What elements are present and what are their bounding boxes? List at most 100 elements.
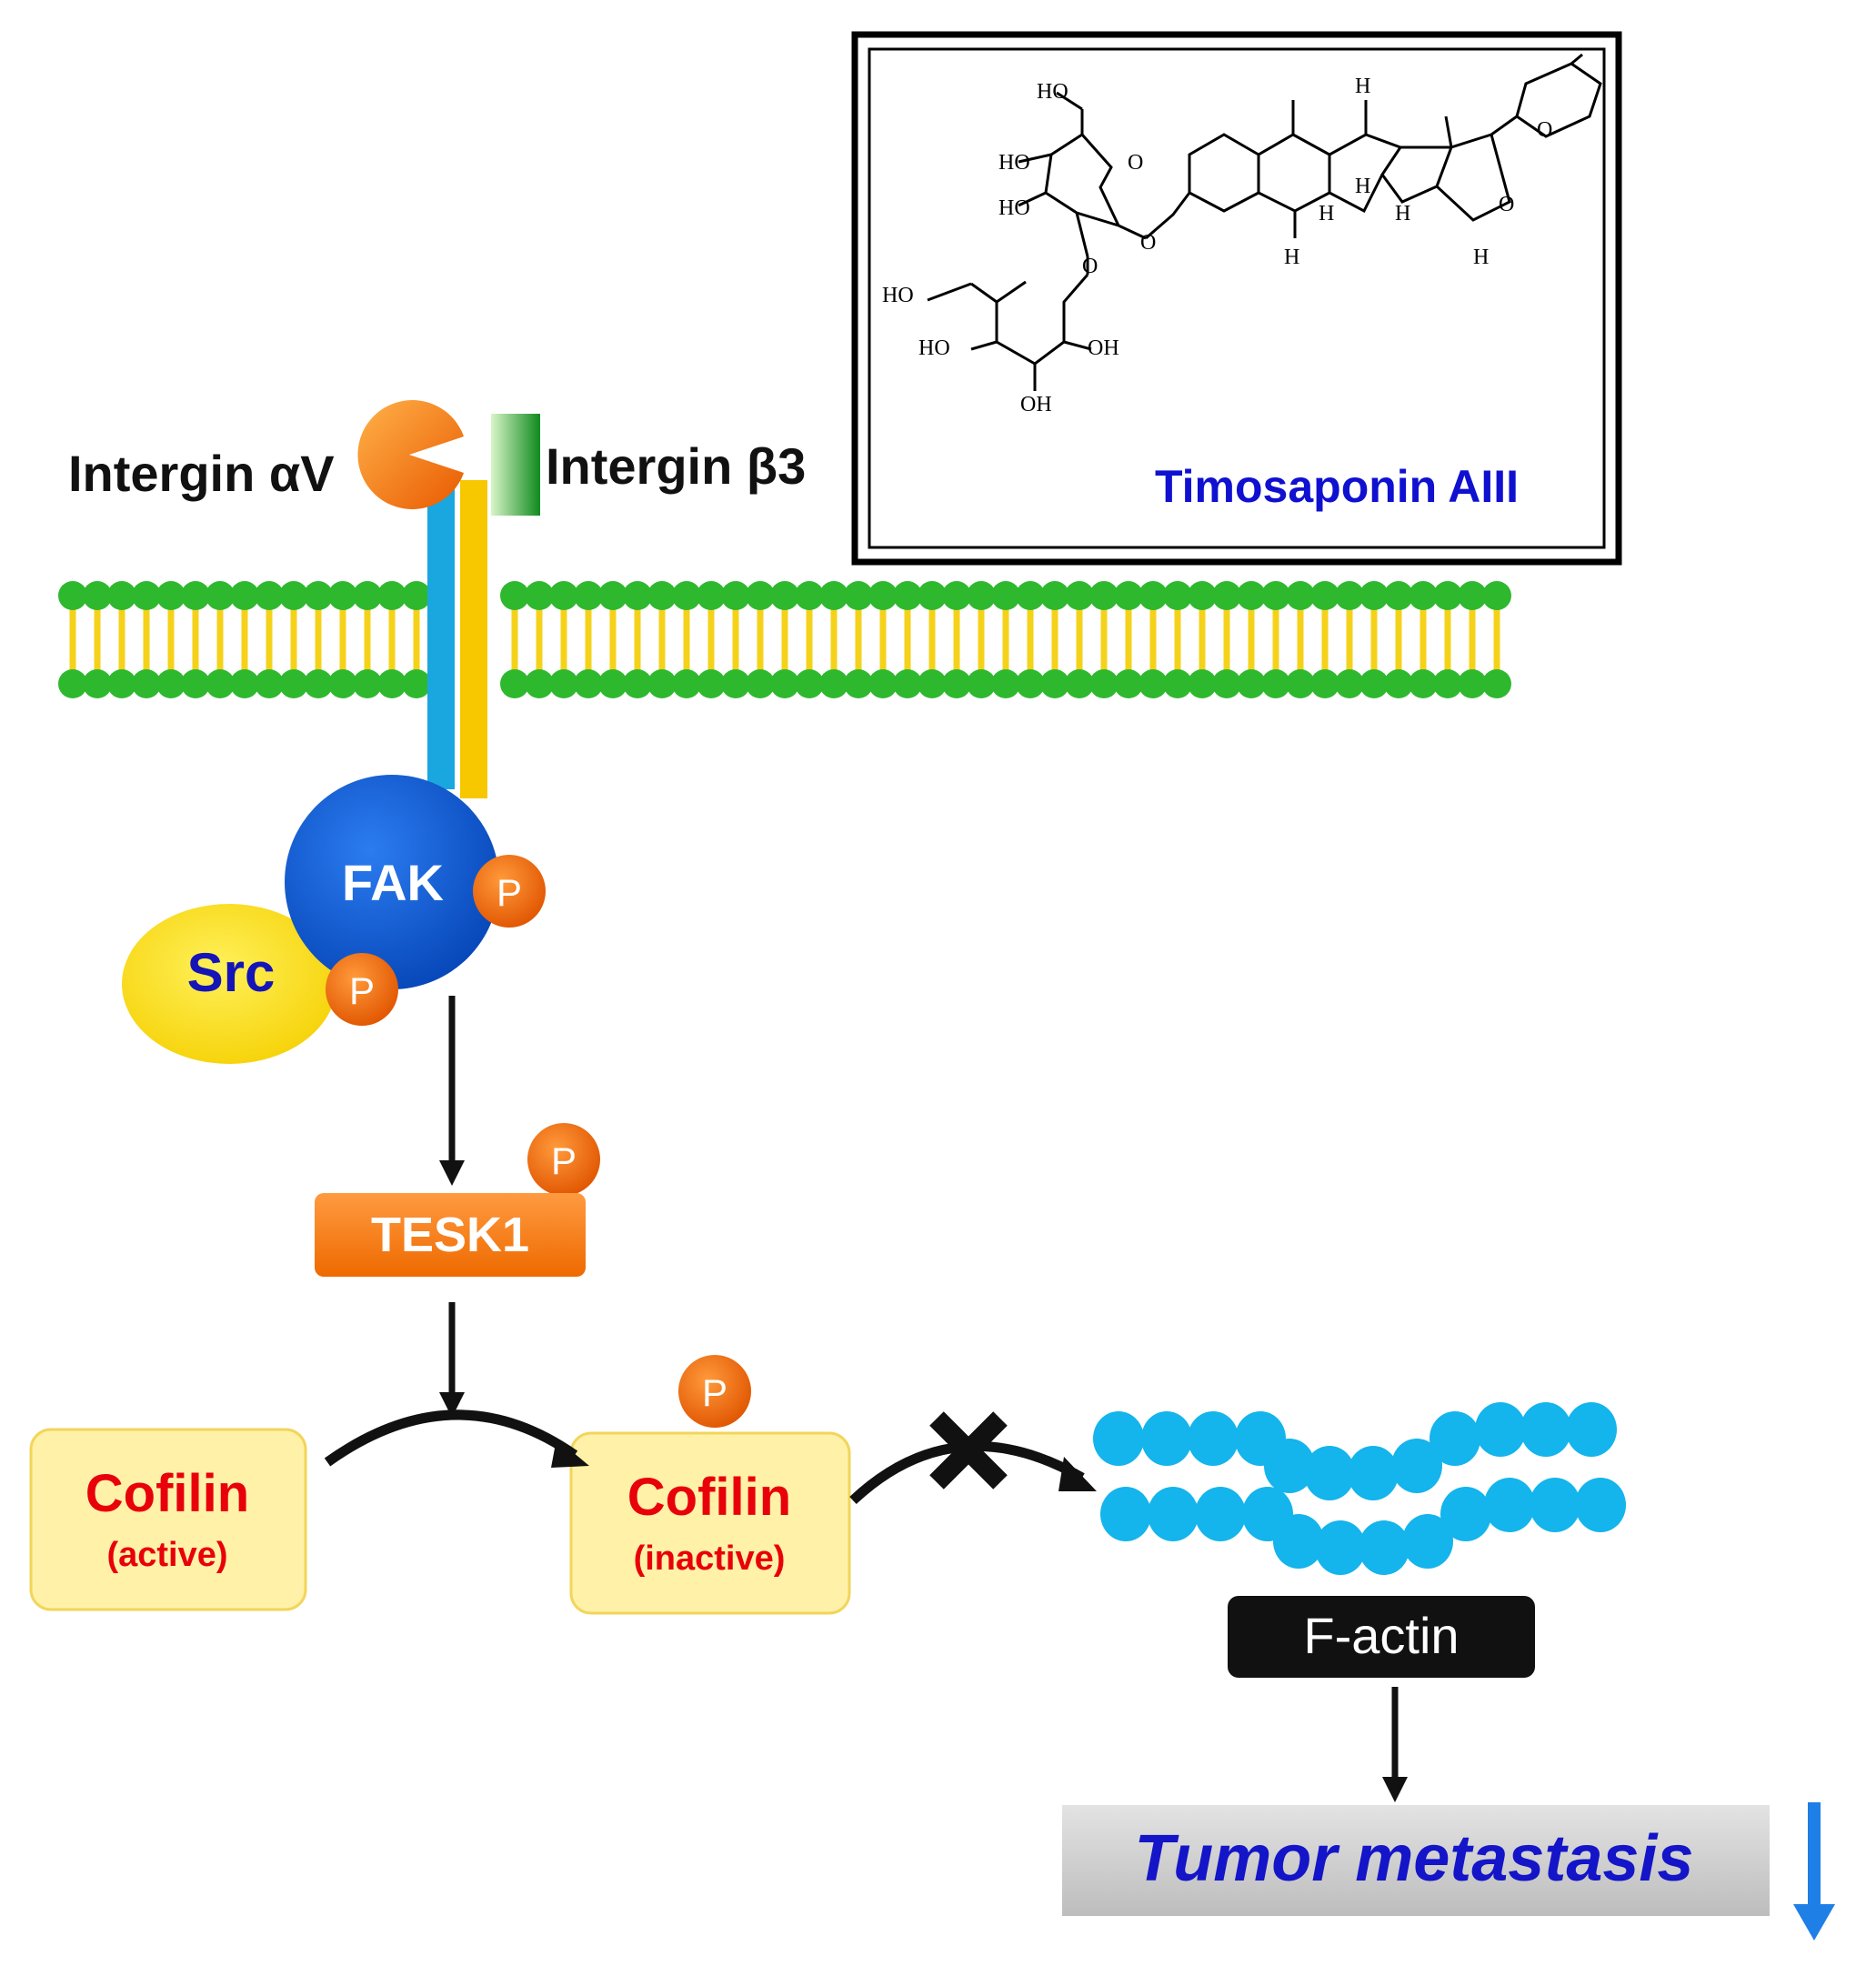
lipid-head [1188, 581, 1217, 610]
lipid-head [1139, 581, 1168, 610]
lipid-head [107, 581, 136, 610]
actin-monomer [1141, 1411, 1192, 1466]
lipid-head [1310, 581, 1339, 610]
atom-label: HO [1037, 80, 1068, 104]
lipid-head [1384, 669, 1413, 698]
lipid-head [868, 581, 898, 610]
cell-membrane [58, 581, 1511, 698]
lipid-head [1016, 581, 1045, 610]
lipid-head [721, 581, 750, 610]
tesk1-node [315, 1193, 586, 1277]
lipid-head [1212, 581, 1241, 610]
compound-structure-box: HO HO HO O O O HO HO OH OH H H H H H O O… [851, 31, 1622, 566]
cofilin-active-state: (active) [106, 1536, 227, 1574]
lipid-head [1089, 669, 1119, 698]
lipid-head [353, 581, 382, 610]
lipid-head [967, 581, 996, 610]
f-actin-filament [1093, 1402, 1626, 1575]
lipid-head [623, 669, 652, 698]
lipid-head [1433, 581, 1462, 610]
fak-label: FAK [342, 854, 444, 911]
actin-monomer [1100, 1487, 1151, 1541]
atom-label: O [1537, 118, 1552, 142]
lipid-head [132, 669, 161, 698]
lipid-head [1359, 669, 1389, 698]
cofilin-inactive-name: Cofilin [627, 1468, 791, 1527]
integrin-alpha-stalk [427, 480, 455, 789]
lipid-head [1335, 581, 1364, 610]
atom-label: H [1473, 246, 1489, 269]
actin-monomer [1402, 1514, 1453, 1569]
lipid-head [156, 581, 186, 610]
lipid-head [230, 581, 259, 610]
lipid-head [1212, 669, 1241, 698]
lipid-head [1040, 669, 1069, 698]
lipid-head [83, 669, 112, 698]
actin-monomer [1530, 1478, 1580, 1532]
lipid-head [1458, 581, 1487, 610]
actin-monomer [1348, 1446, 1399, 1500]
actin-monomer [1148, 1487, 1199, 1541]
cofilin-inactive-state: (inactive) [634, 1540, 786, 1578]
lipid-head [1188, 669, 1217, 698]
integrin-alpha-head [357, 400, 464, 509]
curved-arrow-head [551, 1439, 589, 1468]
lipid-head [549, 581, 578, 610]
integrin-receptor [357, 400, 540, 798]
lipid-head [1482, 669, 1511, 698]
lipid-head [893, 669, 922, 698]
lipid-head [206, 669, 235, 698]
actin-monomer [1484, 1478, 1535, 1532]
cofilin-active-name: Cofilin [85, 1464, 249, 1523]
lipid-head [770, 669, 799, 698]
phospho-badge-src: P [326, 953, 398, 1026]
lipid-head [574, 669, 603, 698]
integrin-beta-stalk [460, 480, 487, 798]
atom-label: H [1355, 75, 1370, 98]
lipid-head [1433, 669, 1462, 698]
lipid-head [819, 581, 848, 610]
lipid-head [893, 581, 922, 610]
atom-label: H [1284, 246, 1299, 269]
lipid-head [623, 581, 652, 610]
lipid-head [746, 581, 775, 610]
lipid-head [844, 581, 873, 610]
lipid-head [304, 581, 333, 610]
cofilin-active-box [29, 1428, 307, 1611]
atom-label: HO [998, 196, 1030, 220]
integrin-beta-head [491, 414, 540, 516]
lipid-head [598, 581, 627, 610]
decrease-arrow-icon [1793, 1802, 1835, 1941]
lipid-head [746, 669, 775, 698]
lipid-head [1114, 669, 1143, 698]
lipid-head [918, 581, 947, 610]
phospho-badge-fak: P [473, 855, 546, 928]
lipid-head [328, 669, 357, 698]
actin-monomer [1440, 1487, 1491, 1541]
lipid-head [1335, 669, 1364, 698]
lipid-head [255, 669, 284, 698]
lipid-head [1286, 581, 1315, 610]
phospho-label: P [349, 969, 375, 1012]
atom-label: O [1128, 151, 1143, 175]
lipid-head [795, 669, 824, 698]
lipid-head [107, 669, 136, 698]
atom-label: HO [918, 336, 950, 360]
actin-monomer [1520, 1402, 1571, 1457]
lipid-head [132, 581, 161, 610]
lipid-head [1261, 669, 1290, 698]
lipid-head [672, 669, 701, 698]
lipid-head [1359, 581, 1389, 610]
tesk1-label: TESK1 [371, 1208, 529, 1262]
lipid-head [377, 669, 406, 698]
lipid-head [918, 669, 947, 698]
curved-arrow-head [1058, 1457, 1097, 1491]
atom-label: HO [882, 284, 914, 307]
phospho-badge-tesk1: P [527, 1123, 600, 1196]
lipid-head [672, 581, 701, 610]
lipid-head [1237, 669, 1266, 698]
lipid-head [377, 581, 406, 610]
src-node [122, 904, 336, 1064]
actin-monomer [1315, 1520, 1366, 1575]
